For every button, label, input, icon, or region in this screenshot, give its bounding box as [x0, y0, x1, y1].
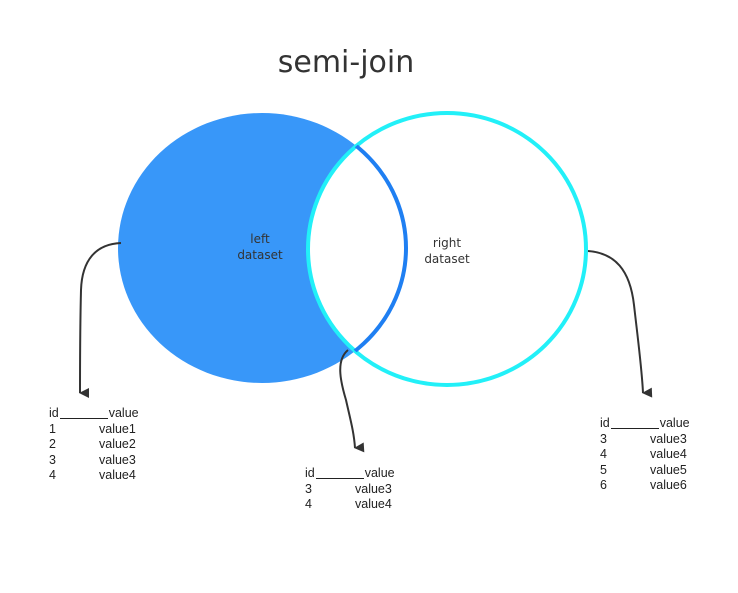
table-row: 1 value1 — [49, 422, 139, 438]
table-row: 4 value4 — [305, 497, 395, 513]
cell-id: 3 — [305, 481, 312, 496]
header-id: id — [600, 416, 610, 430]
header-value: value — [659, 416, 690, 430]
table-row: 6 value6 — [600, 478, 690, 494]
cell-value: value4 — [650, 447, 687, 461]
table-row: 5 value5 — [600, 463, 690, 479]
cell-value: value4 — [355, 497, 392, 511]
cell-id: 5 — [600, 462, 607, 477]
header-id: id — [49, 406, 59, 420]
result-arrow — [339, 349, 365, 453]
header-separator — [59, 406, 108, 419]
cell-id: 1 — [49, 421, 56, 436]
cell-value: value3 — [650, 431, 687, 446]
left-dataset-label-line1: left — [250, 232, 270, 246]
cell-value: value3 — [99, 452, 136, 467]
right-dataset-table: id value 3 value3 4 value4 5 value5 6 value6 — [600, 416, 690, 494]
left-dataset-label-line2: dataset — [237, 248, 283, 262]
table-row: 3 value3 — [49, 453, 139, 469]
table-row: 4 value4 — [49, 468, 139, 484]
table-header: id value — [305, 466, 395, 482]
cell-id: 4 — [49, 468, 56, 482]
intersection-boundary — [308, 113, 408, 385]
cell-value: value3 — [355, 481, 392, 496]
table-row: 3 value3 — [305, 482, 395, 498]
header-value: value — [108, 406, 139, 420]
left-arrow — [79, 242, 122, 399]
cell-id: 3 — [49, 452, 56, 467]
right-dataset-label-line2: dataset — [424, 252, 470, 266]
header-id: id — [305, 466, 315, 480]
table-row: 2 value2 — [49, 437, 139, 453]
header-separator — [610, 416, 659, 429]
cell-value: value4 — [99, 468, 136, 482]
right-dataset-circle — [306, 111, 588, 387]
table-header: id value — [49, 406, 139, 422]
cell-id: 3 — [600, 431, 607, 446]
table-row: 4 value4 — [600, 447, 690, 463]
cell-value: value1 — [99, 421, 136, 436]
result-table: id value 3 value3 4 value4 — [305, 466, 395, 513]
left-dataset-table: id value 1 value1 2 value2 3 value3 4 value4 — [49, 406, 139, 484]
header-value: value — [364, 466, 395, 480]
cell-id: 2 — [49, 437, 56, 451]
header-separator — [315, 466, 364, 479]
table-row: 3 value3 — [600, 432, 690, 448]
right-dataset-label-line1: right — [433, 236, 461, 250]
cell-id: 4 — [600, 447, 607, 461]
cell-id: 4 — [305, 497, 312, 511]
cell-value: value2 — [99, 437, 136, 451]
cell-value: value5 — [650, 462, 687, 477]
cell-value: value6 — [650, 478, 687, 492]
table-header: id value — [600, 416, 690, 432]
cell-id: 6 — [600, 478, 607, 492]
intersection-region — [308, 113, 406, 383]
diagram-title: semi-join — [278, 45, 415, 80]
right-arrow — [587, 250, 653, 398]
